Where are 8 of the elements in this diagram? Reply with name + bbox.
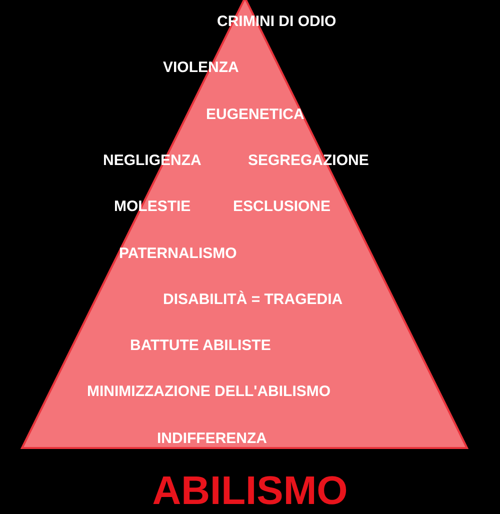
pyramid-level-label: DISABILITÀ = TRAGEDIA — [163, 291, 343, 309]
pyramid-level-label: PATERNALISMO — [119, 245, 237, 263]
pyramid-level-label: MINIMIZZAZIONE DELL'ABILISMO — [87, 383, 331, 401]
pyramid-level-label: INDIFFERENZA — [157, 430, 267, 448]
pyramid-level-label: EUGENETICA — [206, 106, 304, 124]
title: ABILISMO — [151, 468, 349, 514]
pyramid-level-label: ESCLUSIONE — [233, 198, 331, 216]
pyramid-level-label: BATTUTE ABILISTE — [130, 337, 271, 355]
